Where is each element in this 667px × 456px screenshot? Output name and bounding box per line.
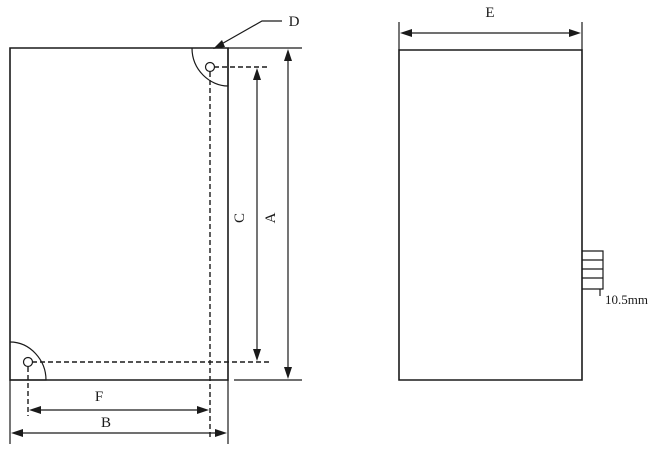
side-view-body-outline — [398, 49, 583, 381]
dimension-b-arrow-left — [11, 429, 23, 437]
side-view: 10.5mm — [398, 22, 648, 381]
dimension-e-label: E — [485, 5, 494, 21]
dimension-e: E — [400, 5, 581, 37]
top-right-mounting-hole — [204, 61, 216, 73]
dimension-b-arrow-right — [215, 429, 227, 437]
terminal-block-outline — [582, 250, 604, 290]
callout-d-arrow — [213, 40, 225, 49]
dimension-f: F — [29, 389, 209, 414]
terminal-pitch-label: 10.5mm — [605, 292, 648, 307]
dimension-f-label: F — [95, 389, 103, 405]
dimension-c-arrow-bottom — [253, 349, 261, 361]
callout-d-leader — [217, 20, 282, 47]
dimension-e-arrow-left — [400, 29, 412, 37]
front-view — [9, 47, 302, 444]
dimension-e-arrow-right — [569, 29, 581, 37]
callout-d-label: D — [289, 14, 300, 30]
dimension-f-arrow-left — [29, 406, 41, 414]
dimension-c: C — [232, 68, 261, 361]
bottom-left-mounting-hole — [22, 356, 34, 368]
dimension-a-label: A — [263, 212, 279, 223]
dimension-b: B — [11, 415, 227, 437]
callout-d: D — [213, 14, 300, 49]
front-view-body-outline — [9, 47, 229, 381]
dimension-f-arrow-right — [197, 406, 209, 414]
dimension-a-arrow-top — [284, 49, 292, 61]
terminal-block — [582, 250, 604, 296]
dimension-a: A — [263, 49, 292, 379]
dimension-c-label: C — [232, 213, 248, 223]
bottom-left-mounting-ear — [9, 341, 47, 381]
top-right-mounting-ear — [191, 47, 229, 87]
dimension-a-arrow-bottom — [284, 367, 292, 379]
dimension-c-arrow-top — [253, 68, 261, 80]
dimension-b-label: B — [101, 415, 111, 431]
